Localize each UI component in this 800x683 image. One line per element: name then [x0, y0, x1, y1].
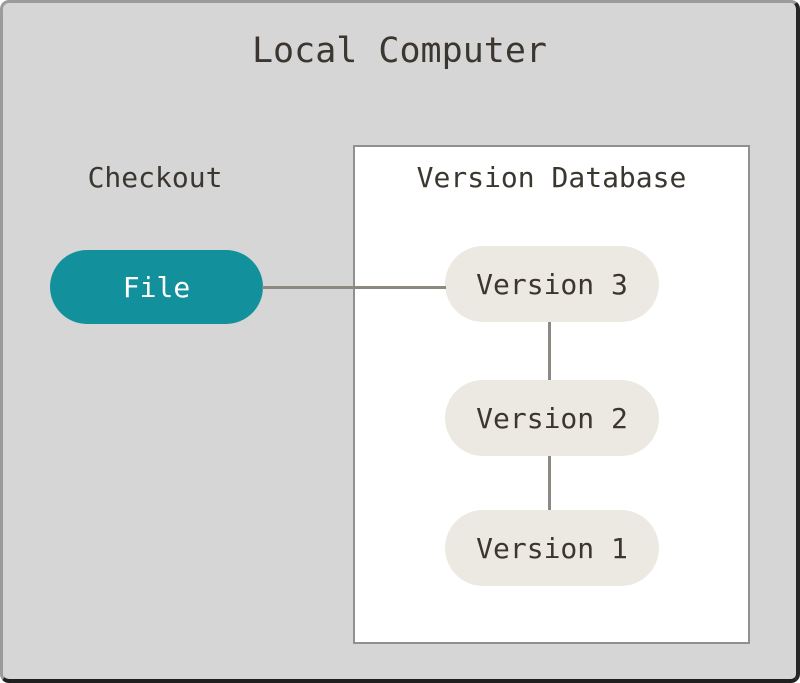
- diagram-title: Local Computer: [251, 31, 547, 71]
- version-database-box: Version Database Version 3 Version 2 Ver…: [353, 145, 750, 644]
- version-2-label: Version 2: [476, 401, 628, 435]
- file-node: File: [50, 250, 263, 324]
- file-to-version3-connector: [262, 286, 446, 289]
- version2-to-version1-connector: [548, 456, 551, 510]
- file-node-label: File: [122, 270, 191, 304]
- version-3-label: Version 3: [476, 267, 628, 301]
- version-3-node: Version 3: [445, 246, 659, 322]
- version-database-title: Version Database: [416, 161, 687, 194]
- version-1-node: Version 1: [445, 510, 659, 586]
- version-1-label: Version 1: [476, 531, 628, 565]
- version-2-node: Version 2: [445, 380, 659, 456]
- checkout-section-label: Checkout: [87, 161, 223, 194]
- version3-to-version2-connector: [548, 322, 551, 380]
